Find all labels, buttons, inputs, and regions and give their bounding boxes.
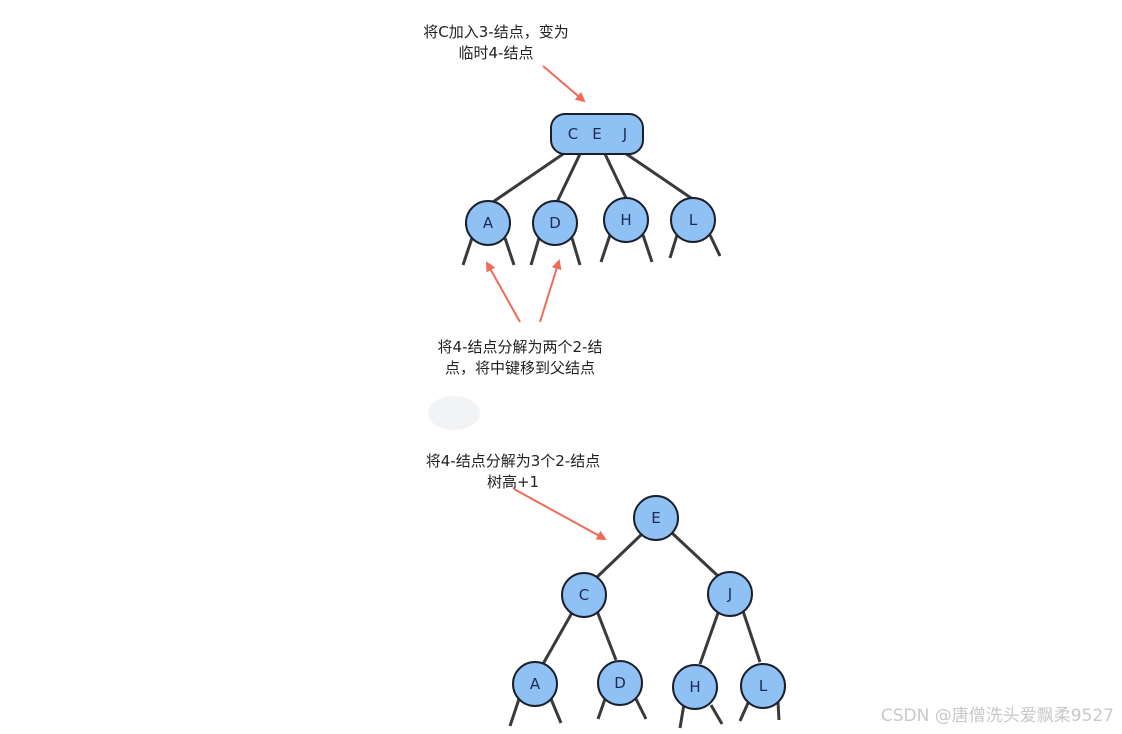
stub-l-right xyxy=(708,234,722,257)
edge-j-to-h xyxy=(698,612,720,665)
bottom-tree: E C J A D H L xyxy=(508,495,786,729)
csdn-watermark: CSDN @唐僧洗头爱飘柔9527 xyxy=(880,706,1114,726)
annotation-step3-line2: 树高+1 xyxy=(486,473,540,491)
annotation-step2: 将4-结点分解为两个2-结 点，将中键移到父结点 xyxy=(404,337,636,379)
annotation-step1-line1: 将C加入3-结点，变为 xyxy=(423,23,569,41)
edge-root-to-d xyxy=(555,153,582,203)
annotation-step2-line2: 点，将中键移到父结点 xyxy=(444,359,595,377)
top-node-a xyxy=(465,200,511,246)
stub-b-a-left xyxy=(508,698,521,727)
bottom-node-j xyxy=(707,571,753,617)
edge-root-to-a xyxy=(489,150,567,206)
stub-a-right xyxy=(503,237,516,266)
bottom-node-a-label: A xyxy=(530,675,541,693)
arrow-to-temp-node xyxy=(542,65,586,103)
annotation-step1-line2: 临时4-结点 xyxy=(458,44,534,62)
stub-b-d-right xyxy=(634,698,648,720)
edge-e-to-c xyxy=(594,532,644,580)
stub-b-a-right xyxy=(549,698,563,724)
bottom-node-e xyxy=(633,495,679,541)
top-node-d xyxy=(532,200,578,246)
stub-d-left xyxy=(529,237,541,266)
edge-c-to-d xyxy=(595,610,618,661)
bottom-node-l xyxy=(740,663,786,709)
stub-b-h-left xyxy=(678,703,686,729)
annotation-step1: 将C加入3-结点，变为 临时4-结点 xyxy=(389,22,603,64)
temp-4-node-key-c: C xyxy=(568,125,578,143)
arrow-to-new-root xyxy=(513,488,607,540)
stub-a-left xyxy=(461,237,474,266)
bottom-node-d xyxy=(597,660,643,706)
bottom-node-h xyxy=(672,664,718,710)
bottom-node-e-label: E xyxy=(651,509,660,527)
stub-b-h-right xyxy=(709,704,724,725)
edge-c-to-a xyxy=(541,610,575,665)
edge-root-to-l xyxy=(621,149,695,202)
bottom-node-d-label: D xyxy=(614,674,626,692)
bottom-node-j-label: J xyxy=(727,585,732,603)
top-node-l xyxy=(670,197,716,243)
bottom-node-c-label: C xyxy=(579,586,589,604)
stub-h-left xyxy=(599,234,612,263)
stub-h-right xyxy=(641,234,654,263)
top-tree: C E J A D H L xyxy=(461,113,722,266)
annotation-arrows xyxy=(486,65,607,540)
stub-b-d-left xyxy=(596,698,607,720)
annotation-step3: 将4-结点分解为3个2-结点 树高+1 xyxy=(393,451,633,493)
stub-b-l-left xyxy=(738,702,750,722)
annotation-step3-line1: 将4-结点分解为3个2-结点 xyxy=(425,452,601,470)
top-node-d-label: D xyxy=(549,214,561,232)
stub-l-left xyxy=(668,234,679,259)
bottom-node-h-label: H xyxy=(689,678,700,696)
top-node-h xyxy=(603,197,649,243)
temp-4-node-key-j: J xyxy=(622,125,627,143)
top-node-l-label: L xyxy=(689,211,698,229)
bottom-node-l-label: L xyxy=(759,677,768,695)
top-node-h-label: H xyxy=(620,211,631,229)
arrow-to-node-d xyxy=(539,259,562,323)
stub-b-l-right xyxy=(776,701,781,721)
edge-e-to-j xyxy=(670,531,720,578)
top-node-a-label: A xyxy=(483,214,494,232)
bottom-node-a xyxy=(512,661,558,707)
stub-d-right xyxy=(570,237,582,266)
annotation-step2-line1: 将4-结点分解为两个2-结 xyxy=(437,338,603,356)
bottom-node-c xyxy=(561,572,607,618)
faint-cloud-decoration xyxy=(428,396,480,430)
edge-root-to-h xyxy=(603,153,629,201)
arrow-to-node-a xyxy=(486,261,521,323)
edge-j-to-l xyxy=(741,610,762,663)
temp-4-node-key-e: E xyxy=(592,125,601,143)
temp-4-node xyxy=(550,113,644,155)
